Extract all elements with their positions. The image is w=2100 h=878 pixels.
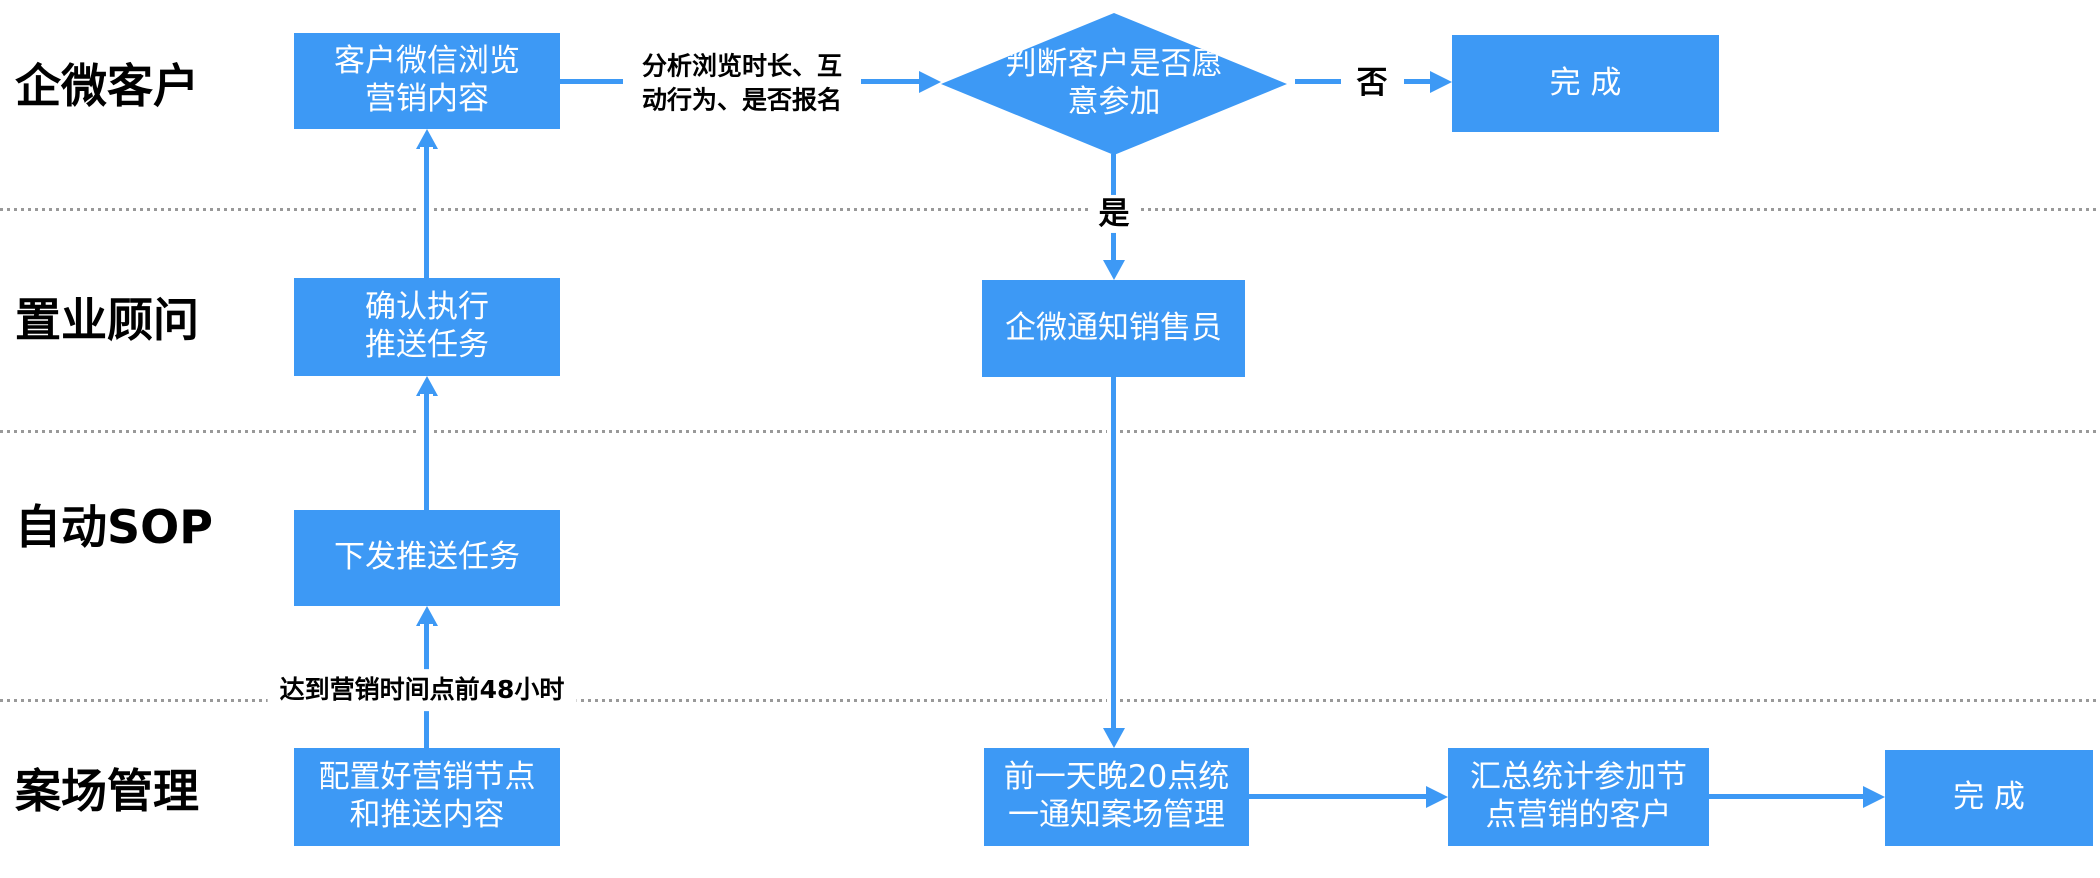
node-notify-site-management: 前一天晚20点统 一通知案场管理 bbox=[984, 748, 1249, 846]
arrowhead-into-issue bbox=[416, 606, 438, 626]
node-summarize-customers: 汇总统计参加节 点营销的客户 bbox=[1448, 748, 1709, 846]
lane-divider-2 bbox=[0, 430, 2100, 433]
lane-divider-3 bbox=[0, 699, 2100, 702]
lane-label-property-consultant: 置业顾问 bbox=[15, 293, 199, 347]
lane-label-wecom-customer: 企微客户 bbox=[15, 59, 199, 113]
lane-label-auto-sop: 自动SOP bbox=[15, 500, 213, 554]
arrowhead-into-done-bottom bbox=[1863, 786, 1885, 808]
flow-line-confirm-to-browse bbox=[420, 147, 433, 278]
edge-label-48h: 达到营销时间点前48小时 bbox=[267, 669, 577, 711]
lane-label-site-management: 案场管理 bbox=[15, 764, 199, 818]
arrowhead-into-confirm bbox=[416, 376, 438, 396]
node-confirm-push-task: 确认执行 推送任务 bbox=[294, 278, 560, 376]
arrowhead-into-summary bbox=[1426, 786, 1448, 808]
flow-line-browse-to-label bbox=[560, 79, 623, 84]
node-browse-content: 客户微信浏览 营销内容 bbox=[294, 33, 560, 129]
arrowhead-into-browse bbox=[416, 129, 438, 149]
arrowhead-into-notify-mgmt bbox=[1103, 728, 1125, 748]
branch-label-no: 否 bbox=[1346, 63, 1398, 103]
flow-line-notify-mgmt-to-summary bbox=[1249, 794, 1426, 799]
edge-label-analyze: 分析浏览时长、互 动行为、是否报名 bbox=[629, 45, 855, 121]
flow-line-summary-to-done bbox=[1709, 794, 1863, 799]
node-done-top: 完 成 bbox=[1452, 35, 1719, 132]
flow-line-label-to-decision bbox=[861, 79, 919, 84]
flow-line-notify-sales-to-notify-mgmt bbox=[1107, 377, 1120, 730]
node-notify-salesperson: 企微通知销售员 bbox=[982, 280, 1245, 377]
node-issue-push-task: 下发推送任务 bbox=[294, 510, 560, 606]
node-done-bottom: 完 成 bbox=[1885, 750, 2093, 846]
branch-label-yes: 是 bbox=[1088, 194, 1140, 234]
arrowhead-into-done-top bbox=[1430, 71, 1452, 93]
flow-line-issue-to-confirm bbox=[420, 394, 433, 510]
arrowhead-into-notify-sales bbox=[1103, 260, 1125, 280]
node-configure-marketing: 配置好营销节点 和推送内容 bbox=[294, 748, 560, 846]
flow-line-no-to-done bbox=[1404, 79, 1430, 84]
arrowhead-into-decision bbox=[919, 71, 941, 93]
node-decision-willing-to-join: 判断客户是否愿 意参加 bbox=[941, 13, 1287, 155]
flow-line-decision-to-no bbox=[1295, 79, 1341, 84]
lane-divider-1 bbox=[0, 208, 2100, 211]
